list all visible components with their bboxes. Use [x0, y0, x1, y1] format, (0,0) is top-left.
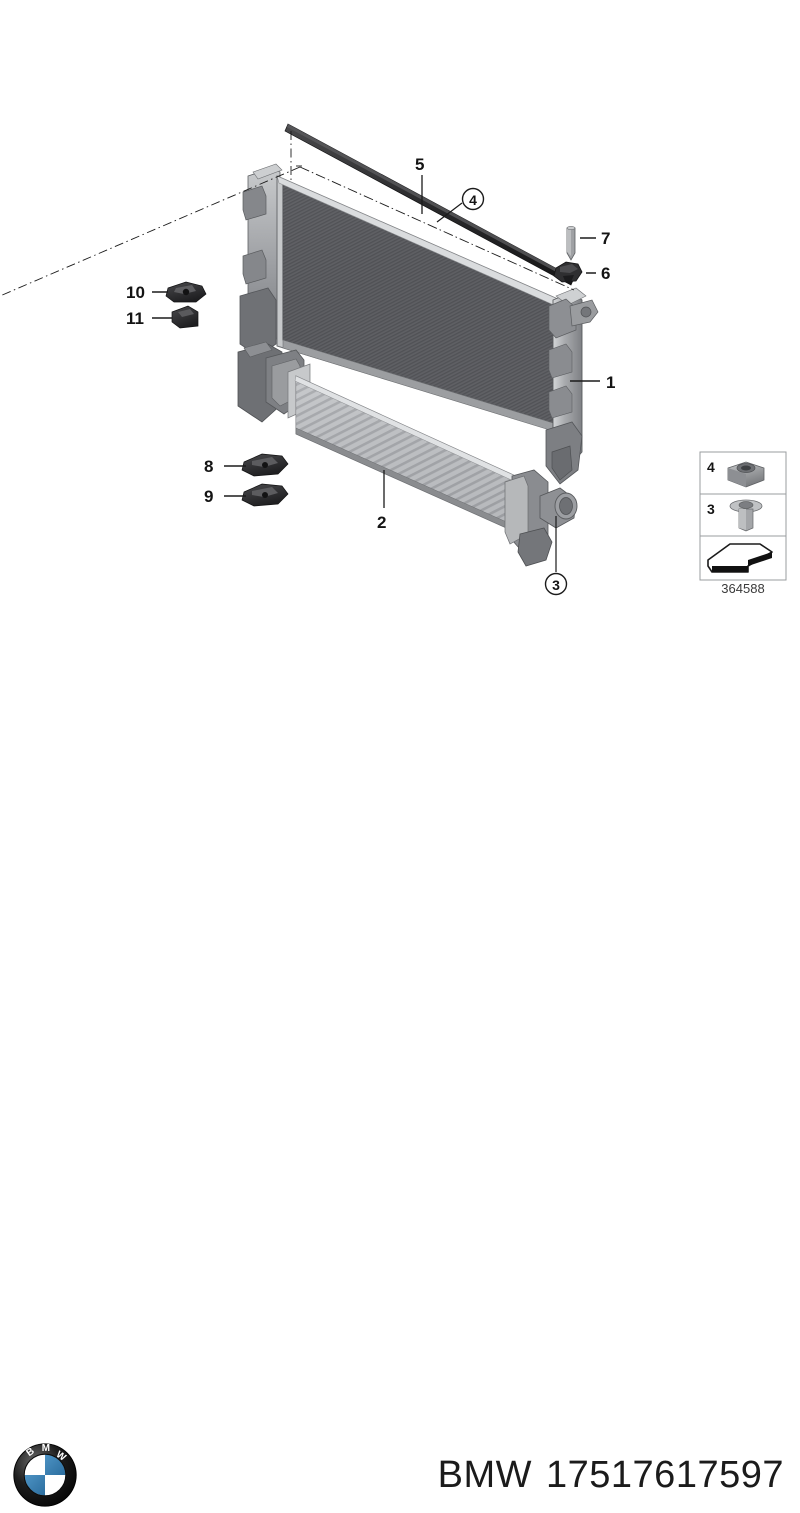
- callout-11: 11: [126, 309, 172, 328]
- bmw-roundel-svg: B M W: [13, 1443, 77, 1507]
- footer-bar: B M W BMW 17517617597: [0, 720, 800, 1507]
- diagram-illustration: 1 5 4: [0, 123, 787, 596]
- radiator-assembly: [239, 163, 599, 485]
- legend-row-1-number: 3: [707, 501, 715, 517]
- legend-box: 4 3 364588: [699, 451, 787, 596]
- callout-9-label: 9: [204, 487, 213, 506]
- mount-lower-part: [171, 305, 199, 329]
- callout-5: 5: [415, 155, 424, 214]
- logo-letter-m: M: [42, 1443, 50, 1454]
- callout-11-label: 11: [126, 309, 144, 328]
- callout-2: 2: [377, 470, 386, 532]
- parts-diagram-canvas: 1 5 4: [0, 0, 800, 720]
- callout-5-label: 5: [415, 155, 424, 174]
- footer-part-number: 17517617597: [546, 1453, 784, 1496]
- radiator-left-tank: [239, 163, 283, 357]
- callout-6: 6: [586, 264, 610, 283]
- callout-9: 9: [204, 487, 246, 506]
- arrow-icon: [707, 543, 773, 573]
- callout-8: 8: [204, 457, 246, 476]
- square-nut-icon: [727, 461, 765, 488]
- cac-left-tank: [237, 341, 311, 423]
- expanding-rivet-part: [553, 261, 583, 283]
- assembly-guide-lines: [0, 131, 301, 297]
- screw-icon: [729, 499, 763, 532]
- callout-7: 7: [580, 229, 610, 248]
- legend-row-0-number: 4: [707, 459, 715, 475]
- legend-code: 364588: [721, 581, 764, 596]
- callout-2-label: 2: [377, 513, 386, 532]
- callout-1-label: 1: [606, 373, 615, 392]
- bmw-roundel-logo: B M W: [12, 1442, 78, 1508]
- bracket-lower-part: [241, 483, 289, 507]
- pin-part: [566, 226, 576, 261]
- callout-4: 4: [436, 187, 485, 223]
- footer-caption: BMW 17517617597: [438, 1442, 784, 1508]
- charge-air-cooler: [237, 341, 578, 567]
- callout-7-label: 7: [601, 229, 610, 248]
- callout-10-label: 10: [126, 283, 145, 302]
- callout-6-label: 6: [601, 264, 610, 283]
- sealing-strip: [284, 123, 575, 286]
- assembly-guide-line-top: [296, 165, 575, 291]
- callout-4-label: 4: [469, 192, 477, 208]
- bracket-upper-part: [241, 453, 289, 477]
- callout-3-label: 3: [552, 577, 560, 593]
- callout-8-label: 8: [204, 457, 213, 476]
- footer-brand-text: BMW: [437, 1453, 533, 1496]
- callout-1: 1: [570, 373, 615, 392]
- radiator-right-tank: [545, 287, 599, 485]
- mount-upper-part: [165, 281, 207, 303]
- cac-right-tank: [504, 469, 578, 567]
- callout-3: 3: [544, 516, 568, 596]
- callout-10: 10: [126, 283, 168, 302]
